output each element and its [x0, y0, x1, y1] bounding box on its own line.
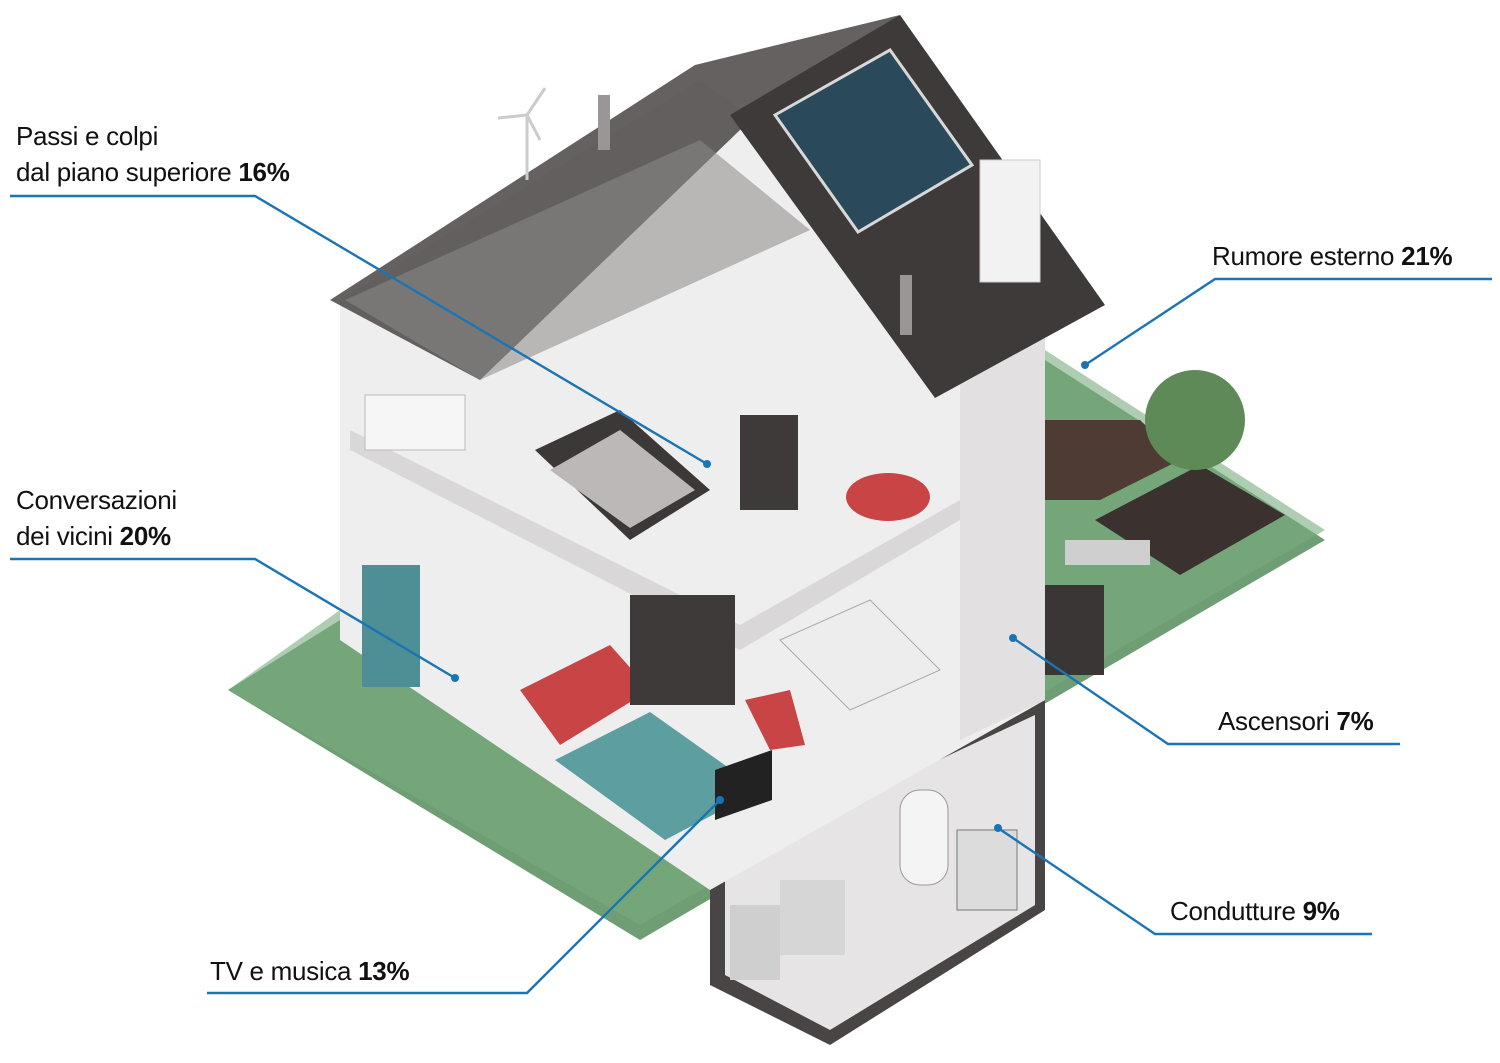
callout-rumore-esterno: Rumore esterno 21%	[1212, 238, 1453, 274]
dot-condutture	[994, 824, 1002, 832]
right-wall	[960, 330, 1045, 740]
fridge-icon	[362, 565, 420, 687]
vent-pipe-2	[900, 275, 912, 335]
callout-value: 9%	[1302, 896, 1340, 926]
leader-condutture	[997, 827, 1372, 936]
dot-passi	[703, 460, 711, 468]
callout-condutture: Condutture 9%	[1170, 893, 1340, 929]
bathtub-icon	[364, 394, 466, 451]
callout-text: Condutture	[1170, 896, 1296, 926]
wind-turbine-icon	[497, 87, 547, 180]
callout-text: dei vicini	[16, 521, 113, 551]
washing-machine-icon	[780, 880, 845, 955]
bench	[1065, 540, 1150, 565]
roof-glass	[345, 140, 810, 380]
floor-slab	[350, 430, 960, 650]
callout-conversazioni: Conversazioni dei vicini 20%	[16, 482, 177, 554]
callout-value: 7%	[1336, 706, 1374, 736]
sofa-icon	[520, 645, 650, 745]
bed-sheet	[550, 430, 695, 528]
callout-text: dal piano superiore	[16, 157, 232, 187]
ac-unit-icon	[1042, 585, 1104, 675]
wardrobe-icon	[740, 415, 798, 510]
callout-text: Conversazioni	[16, 485, 177, 515]
rug	[555, 712, 760, 840]
garden-bed	[1045, 420, 1180, 500]
dot-ascensori	[1009, 634, 1017, 642]
dot-rumore-esterno	[1081, 361, 1089, 369]
leader-tv-musica	[207, 799, 721, 995]
callout-ascensori: Ascensori 7%	[1218, 703, 1374, 739]
dot-conversazioni	[451, 674, 459, 682]
vent-pipe	[598, 95, 610, 150]
callout-text: Passi e colpi	[16, 121, 159, 151]
leader-rumore-esterno	[1084, 277, 1492, 367]
callout-value: 13%	[358, 956, 410, 986]
solar-panel-icon	[772, 48, 975, 234]
armchair-icon	[745, 690, 805, 750]
callout-value: 20%	[119, 521, 171, 551]
chimney	[979, 159, 1041, 283]
leader-passi	[10, 194, 708, 466]
callout-value: 21%	[1401, 241, 1453, 271]
sink-icon	[730, 905, 780, 980]
dining-table-icon	[779, 599, 941, 711]
table-icon	[846, 473, 930, 521]
callout-passi: Passi e colpi dal piano superiore 16%	[16, 118, 290, 190]
leader-ascensori	[1012, 637, 1400, 746]
boiler-icon	[956, 829, 1018, 911]
bookshelf-icon	[630, 595, 735, 705]
callout-tv-musica: TV e musica 13%	[210, 953, 410, 989]
tv-icon	[715, 750, 772, 820]
callout-value: 16%	[238, 157, 290, 187]
callout-text: Rumore esterno	[1212, 241, 1395, 271]
callout-text: TV e musica	[210, 956, 352, 986]
dot-tv-musica	[716, 796, 724, 804]
callout-text: Ascensori	[1218, 706, 1330, 736]
tree-icon	[1145, 370, 1245, 470]
water-heater-icon	[899, 789, 949, 886]
leader-conversazioni	[10, 557, 456, 680]
